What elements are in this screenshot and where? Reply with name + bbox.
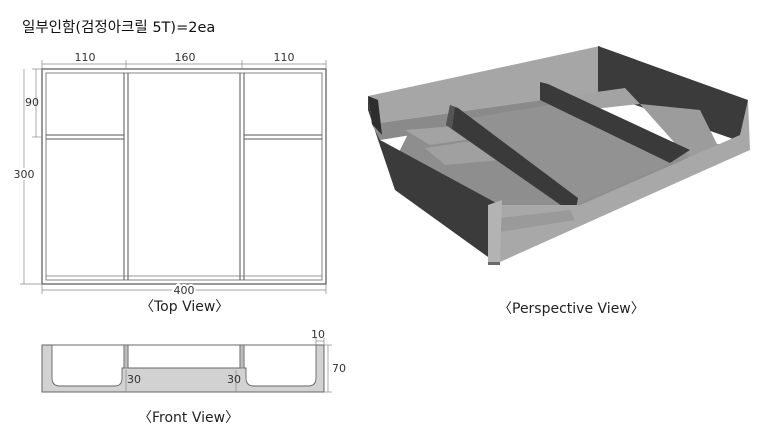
dim-middle-width: 160 — [175, 51, 196, 64]
back-wall-top — [368, 46, 600, 124]
middle-floor — [470, 100, 690, 205]
dim-wall-thickness: 10 — [311, 328, 325, 341]
front-view-cavity-left — [51, 344, 125, 387]
perspective-view — [368, 46, 750, 265]
divider-left — [446, 105, 578, 215]
left-wall — [368, 96, 500, 262]
front-left-corner — [488, 200, 502, 262]
divider-right — [540, 82, 690, 163]
top-view-outer-frame — [41, 68, 327, 285]
dim-overall-width: 400 — [174, 284, 195, 297]
right-shelf — [640, 104, 720, 160]
dim-small-depth: 90 — [25, 96, 39, 109]
front-view-cavity-middle — [127, 344, 241, 369]
front-view-caption: 〈Front View〉 — [138, 410, 240, 426]
dim-divider-left: 30 — [127, 373, 141, 386]
front-view: 10 70 30 30 — [41, 328, 346, 393]
dim-height: 70 — [332, 362, 346, 375]
dim-right-width: 110 — [274, 51, 295, 64]
front-view-cavity-right — [243, 344, 317, 387]
dim-divider-right: 30 — [227, 373, 241, 386]
perspective-view-caption: 〈Perspective View〉 — [498, 301, 645, 317]
top-view-inner-frame — [45, 72, 323, 281]
right-wall — [598, 46, 748, 142]
top-view: 110 160 110 90 300 400 — [12, 51, 327, 299]
drawing-title: 일부인함(검정아크릴 5T)=2ea — [22, 20, 216, 36]
dim-overall-depth: 300 — [14, 168, 35, 181]
dim-left-width: 110 — [75, 51, 96, 64]
top-view-caption: 〈Top View〉 — [140, 299, 230, 315]
